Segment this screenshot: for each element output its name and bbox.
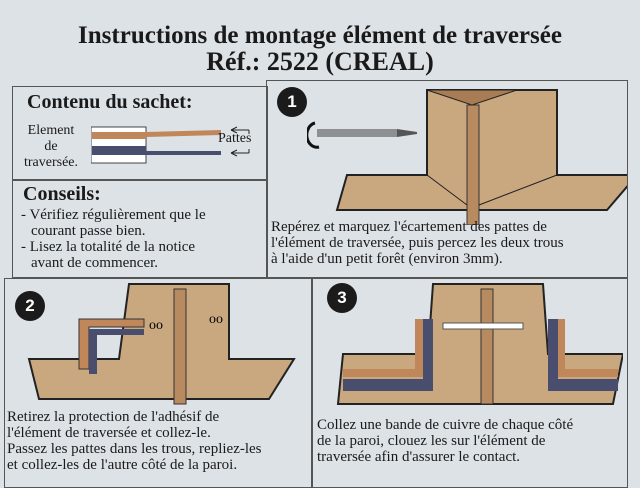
step-2-panel: 2 oo oo Retirez la protection de l'adhési… (4, 278, 312, 488)
svg-text:oo: oo (149, 318, 163, 333)
contents-heading: Contenu du sachet: (27, 91, 193, 113)
step-1-panel: 1 Repérez et marquez l'écartement des pa… (266, 80, 628, 278)
step-1-illustration (307, 89, 627, 225)
step-3-illustration (336, 283, 623, 405)
step-3-text: Collez une bande de cuivre de chaque côt… (317, 417, 574, 465)
svg-text:oo: oo (209, 312, 223, 327)
advice-heading: Conseils: (23, 183, 101, 205)
tabs-label: Pattes (218, 131, 252, 146)
page-title: Instructions de montage élément de trave… (78, 22, 562, 49)
step-3-number: 3 (327, 283, 357, 313)
step-2-number: 2 (15, 291, 45, 321)
reference: Réf.: 2522 (CREAL) (206, 47, 434, 76)
step-1-number: 1 (277, 87, 307, 117)
step-3-panel: 3 Collez une bande de cuivre de chaque c… (312, 278, 628, 488)
advice-panel: Conseils: - Vérifiez régulièrement que l… (12, 180, 268, 278)
element-diagram (91, 126, 250, 164)
step-1-text: Repérez et marquez l'écartement des patt… (271, 219, 564, 267)
step-2-illustration: oo oo (27, 283, 296, 405)
